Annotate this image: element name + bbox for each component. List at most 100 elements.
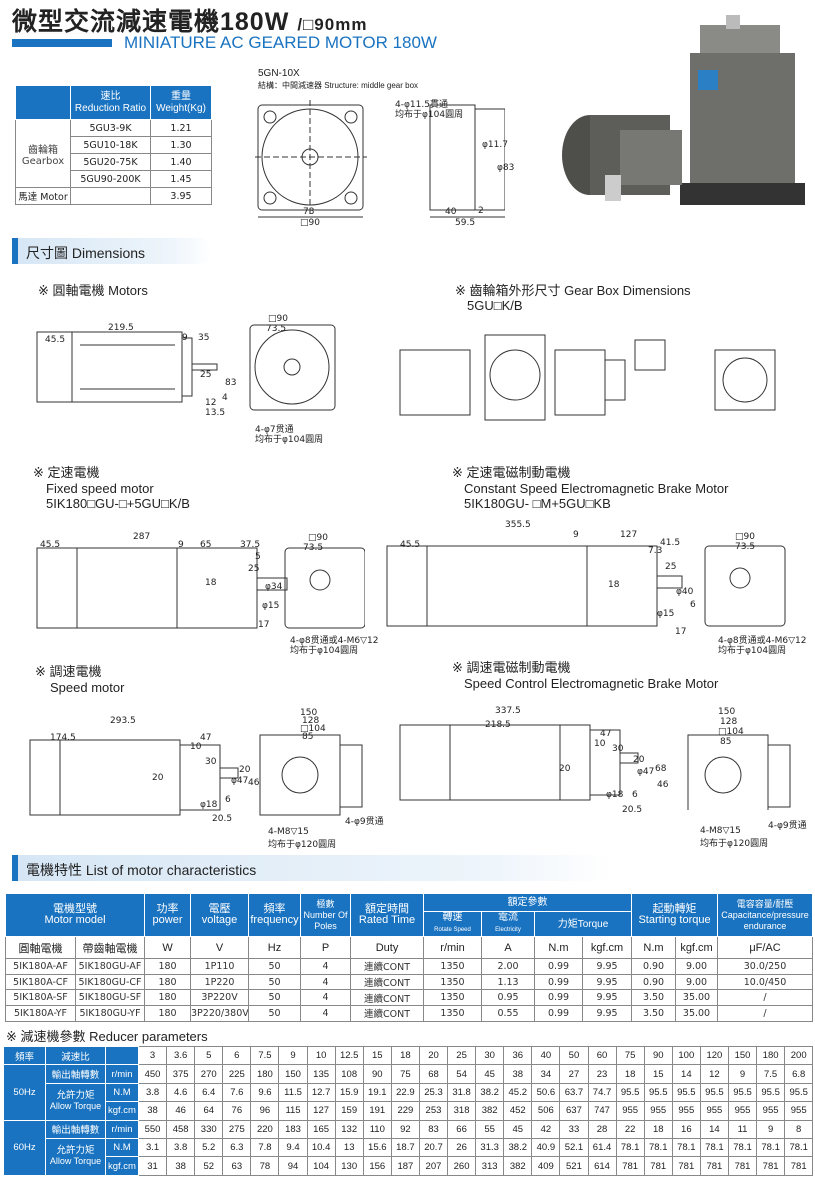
table-cell: 40 xyxy=(531,1045,561,1066)
table-cell: 5IK180A-CF xyxy=(5,973,76,991)
table-cell: 23 xyxy=(587,1064,617,1084)
table-cell: 18 xyxy=(615,1064,645,1084)
table-cell: r/min xyxy=(105,1064,139,1084)
table-cell: 375 xyxy=(166,1064,196,1084)
table-cell: 1P220 xyxy=(190,973,250,991)
table-cell: 1350 xyxy=(423,973,483,991)
table-cell: 40.9 xyxy=(531,1137,561,1158)
table-cell: 0.95 xyxy=(481,989,536,1007)
table-cell: 13 xyxy=(334,1137,364,1158)
table-cell: 409 xyxy=(531,1156,561,1176)
table-cell: 5.2 xyxy=(194,1137,224,1158)
table-cell: 95.5 xyxy=(615,1082,645,1103)
table-cell: / xyxy=(717,989,814,1007)
table-cell: 0.99 xyxy=(534,989,584,1007)
table-cell: 150 xyxy=(727,1045,758,1066)
table-cell: 78.1 xyxy=(643,1137,673,1158)
fixed-speed-motor-drawing xyxy=(36,547,365,629)
table-cell: 180 xyxy=(144,989,192,1007)
reducer-section-title: ※ 減速機參數 Reducer parameters xyxy=(6,1029,208,1044)
table-cell: 450 xyxy=(137,1064,168,1084)
table-cell: 20 xyxy=(418,1045,449,1066)
table-cell: 96 xyxy=(250,1101,280,1121)
table-cell: 6 xyxy=(222,1045,252,1066)
table-cell: 25 xyxy=(447,1045,477,1066)
table-cell: 38 xyxy=(137,1101,168,1121)
table-cell: 1350 xyxy=(423,958,483,975)
table-cell: 3.6 xyxy=(166,1045,196,1066)
table-cell: 15.9 xyxy=(334,1082,364,1103)
unit-cell: Duty xyxy=(350,936,425,959)
table-cell: 253 xyxy=(418,1101,449,1121)
motors-label: ※ 圓軸電機 Motors xyxy=(38,283,148,298)
table-cell: 9.95 xyxy=(582,958,633,975)
table-cell: 46 xyxy=(166,1101,196,1121)
unit-cell: r/min xyxy=(423,936,483,959)
table-cell: 100 xyxy=(671,1045,701,1066)
table-cell: 38.2 xyxy=(503,1137,533,1158)
table-cell: 7.5 xyxy=(250,1045,280,1066)
unit-cell: A xyxy=(481,936,536,959)
table-cell: 135 xyxy=(306,1064,336,1084)
table-cell: 12.7 xyxy=(306,1082,336,1103)
table-cell: 3.50 xyxy=(631,1005,677,1022)
table-cell: 輸出軸轉數 xyxy=(45,1119,106,1139)
table-cell: 8 xyxy=(784,1119,814,1139)
table-cell: 0.90 xyxy=(631,973,677,991)
gearbox-drawing xyxy=(255,100,505,218)
table-cell: 連續CONT xyxy=(350,1005,425,1022)
table-cell: 52 xyxy=(194,1156,224,1176)
table-cell: 60 xyxy=(587,1045,617,1066)
hole-note: 4-φ11.5貫通 xyxy=(395,100,448,110)
table-cell: 187 xyxy=(390,1156,420,1176)
table-cell: 28 xyxy=(587,1119,617,1139)
table-cell: 78.1 xyxy=(671,1137,701,1158)
table-cell: 260 xyxy=(447,1156,477,1176)
table-cell: 9 xyxy=(278,1045,308,1066)
table-cell: N.M xyxy=(105,1137,139,1158)
table-cell: 150 xyxy=(278,1064,308,1084)
table-cell: 3.1 xyxy=(137,1137,168,1158)
table-cell: 458 xyxy=(166,1119,196,1139)
table-cell: 127 xyxy=(306,1101,336,1121)
table-cell: 225 xyxy=(222,1064,252,1084)
table-cell: 30.0/250 xyxy=(717,958,814,975)
table-cell: 0.99 xyxy=(534,973,584,991)
table-cell: 22.9 xyxy=(390,1082,420,1103)
table-cell: 輸出軸轉數 xyxy=(45,1064,106,1084)
table-cell: 18 xyxy=(390,1045,420,1066)
table-cell: 25.3 xyxy=(418,1082,449,1103)
table-cell: 3 xyxy=(137,1045,168,1066)
table-cell: 115 xyxy=(278,1101,308,1121)
table-cell: 4 xyxy=(300,958,352,975)
fixed-speed-label-en: Fixed speed motor xyxy=(46,481,154,496)
table-cell: 50 xyxy=(248,1005,302,1022)
table-cell: 35.00 xyxy=(675,989,719,1007)
table-cell: 506 xyxy=(531,1101,561,1121)
unit-cell: W xyxy=(144,936,192,959)
unit-cell: N.m xyxy=(534,936,584,959)
table-cell: 521 xyxy=(559,1156,589,1176)
corner xyxy=(15,85,71,120)
table-cell: 11.5 xyxy=(278,1082,308,1103)
table-cell: r/min xyxy=(105,1119,139,1139)
table-cell: 90 xyxy=(643,1045,673,1066)
table-cell: 159 xyxy=(334,1101,364,1121)
table-cell: 76 xyxy=(222,1101,252,1121)
table-cell: 7.6 xyxy=(222,1082,252,1103)
table-cell: 9.95 xyxy=(582,989,633,1007)
table-cell: 955 xyxy=(784,1101,814,1121)
table-cell: 0.99 xyxy=(534,958,584,975)
table-cell: 180 xyxy=(144,1005,192,1022)
fixed-speed-label: ※ 定速電機 xyxy=(33,465,100,480)
